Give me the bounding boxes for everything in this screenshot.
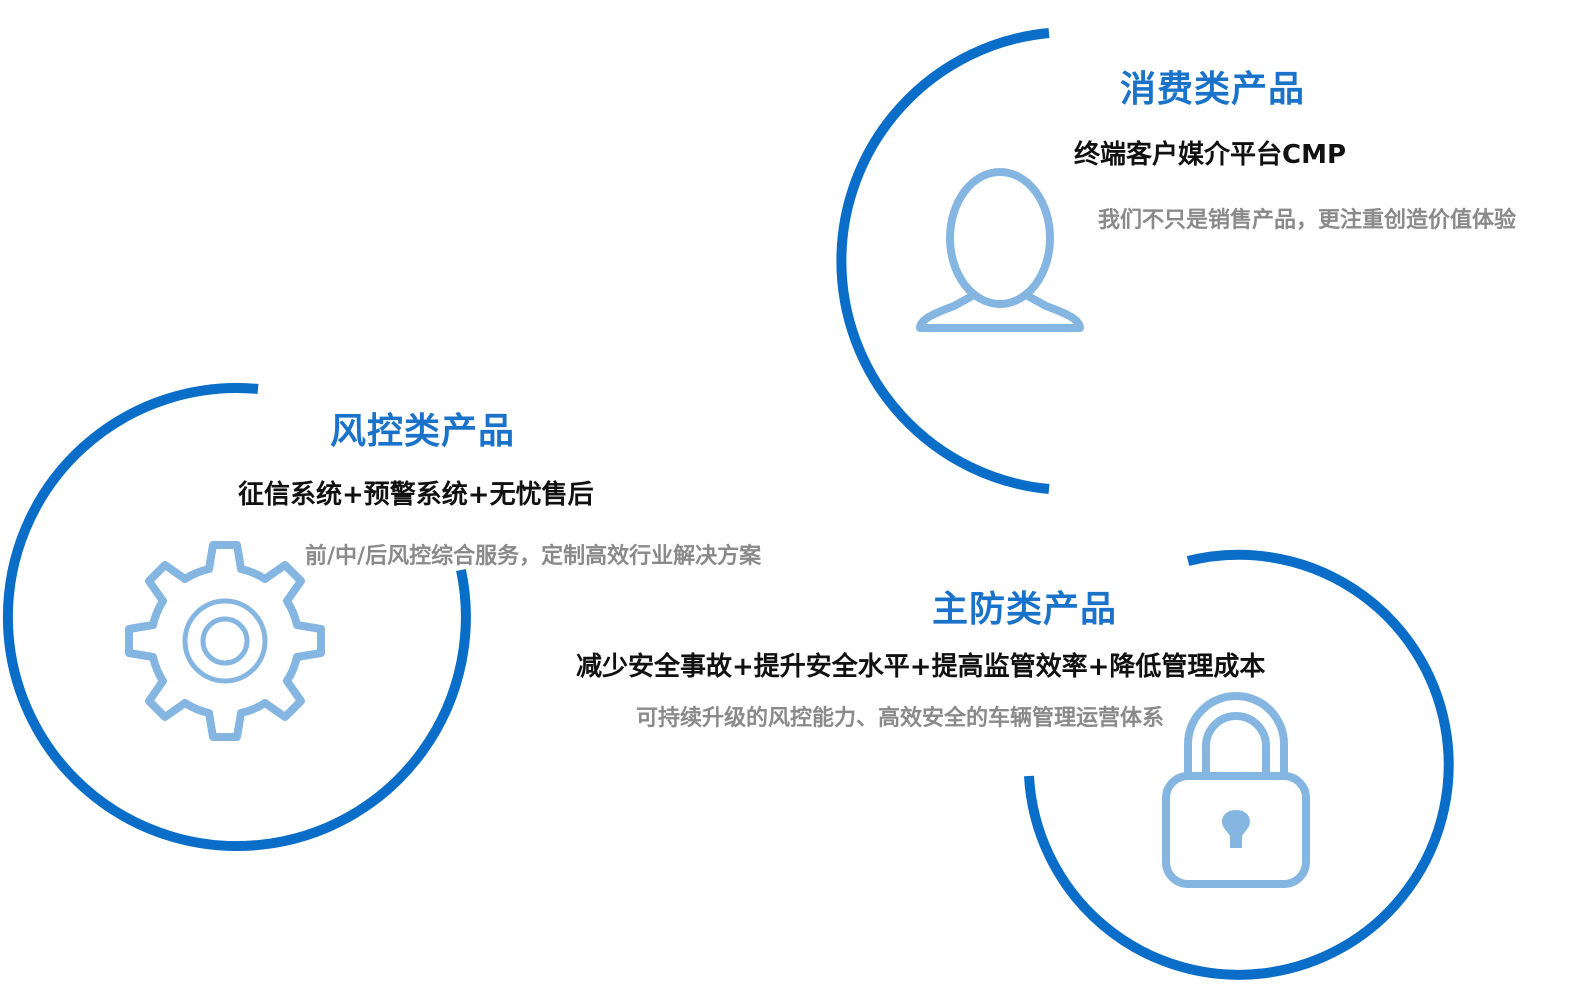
lock-icon [1162,692,1310,888]
user-icon [916,168,1084,332]
consumer-description: 我们不只是销售产品，更注重创造价值体验 [1098,208,1517,233]
risk-arc [2,383,471,851]
consumer-title: 消费类产品 [1120,69,1306,110]
risk-subtitle: 征信系统+预警系统+无忧售后 [238,480,594,510]
consumer-subtitle: 终端客户媒介平台CMP [1074,140,1347,170]
defense-subtitle: 减少安全事故+提升安全水平+提高监管效率+降低管理成本 [576,652,1266,682]
defense-title: 主防类产品 [932,589,1118,630]
consumer-arc [836,28,1050,494]
risk-description: 前/中/后风控综合服务，定制高效行业解决方案 [305,544,762,569]
risk-title: 风控类产品 [330,411,516,452]
defense-description: 可持续升级的风控能力、高效安全的车辆管理运营体系 [636,706,1165,731]
defense-arc [1024,549,1454,980]
gear-icon [125,541,325,741]
